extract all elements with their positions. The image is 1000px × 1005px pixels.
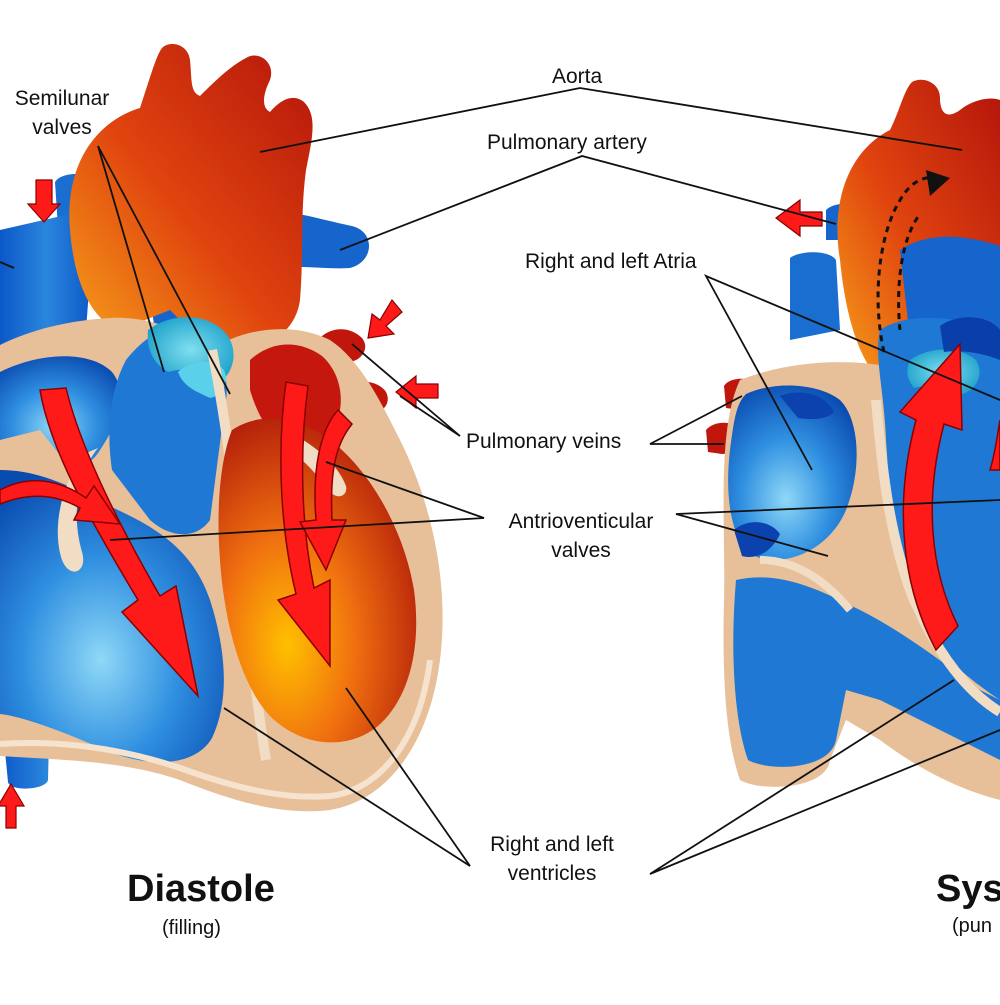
label-semilunar-valves: Semilunar valves <box>2 84 122 142</box>
diastole-subtitle: (filling) <box>162 917 221 939</box>
diastole-heart <box>0 44 443 829</box>
ventricular-valve-systole <box>734 522 780 558</box>
leader-aorta <box>259 87 963 153</box>
label-pulmonary-veins: Pulmonary veins <box>466 430 622 453</box>
blue-outflow-systole <box>900 236 1000 340</box>
leader-semilunar-c <box>0 261 15 269</box>
leader-semilunar-b <box>97 145 231 395</box>
inflow-arrow-pulmonary-vein-lower <box>395 374 439 410</box>
label-ventricles-line1: Right and left <box>490 833 614 856</box>
label-av-line1: Antrioventicular <box>508 510 654 533</box>
label-semilunar-line1: Semilunar <box>14 87 110 110</box>
tricuspid-valve <box>57 448 98 572</box>
leader-semilunar-a <box>97 145 165 373</box>
systole-subtitle: (pun <box>952 915 993 937</box>
label-av-line2: valves <box>551 539 611 562</box>
label-av-valves: Antrioventicular valves <box>492 507 670 565</box>
ejection-arrow-left <box>898 342 963 652</box>
flow-arrow-left-atrium <box>298 408 354 572</box>
chamber-lining <box>0 659 433 800</box>
aorta-vessel <box>69 44 313 346</box>
inflow-arrow-pulmonary-vein-upper <box>367 298 403 339</box>
leader-pulmonary-artery <box>339 155 837 251</box>
right-atrium-systole <box>728 385 857 560</box>
leader-av-left <box>109 461 485 541</box>
diastole-title: Diastole <box>127 868 275 910</box>
left-ventricle <box>218 418 417 743</box>
label-ventricles-line2: ventricles <box>507 862 597 885</box>
flow-arrow-right-atrium <box>0 479 122 525</box>
vena-cava-systole <box>790 252 840 340</box>
septum-systole <box>871 399 1000 717</box>
leader-atria <box>703 274 1000 471</box>
leader-lines <box>0 87 1000 875</box>
leader-ventricles-left <box>223 687 471 867</box>
valve-lining-systole <box>759 556 854 613</box>
label-aorta: Aorta <box>552 65 603 88</box>
inflow-arrow-ivc <box>0 782 26 829</box>
label-atria: Right and left Atria <box>525 250 697 273</box>
dashed-arrowhead <box>926 170 950 196</box>
leader-ventricles-right <box>649 679 1000 875</box>
ejection-arrow-right <box>988 419 1000 471</box>
systole-title: Sys <box>936 868 1000 910</box>
leader-av-right <box>675 499 1000 557</box>
atrial-valve-systole <box>780 392 834 420</box>
leader-pulmonary-veins-right <box>649 395 743 445</box>
label-ventricles: Right and left ventricles <box>472 830 632 888</box>
leader-pulmonary-veins-left <box>351 343 461 437</box>
systole-heart <box>706 79 1000 800</box>
right-ventricle <box>0 470 224 763</box>
flow-arrow-right-ventricle <box>39 387 200 699</box>
dashed-flow-arrow <box>876 176 937 353</box>
outflow-arrow-pulmonary <box>775 198 823 238</box>
right-ventricle-systole <box>733 577 1000 767</box>
inflow-arrow-svc <box>26 179 62 223</box>
label-pulmonary-artery: Pulmonary artery <box>487 131 647 154</box>
label-semilunar-line2: valves <box>32 116 92 139</box>
